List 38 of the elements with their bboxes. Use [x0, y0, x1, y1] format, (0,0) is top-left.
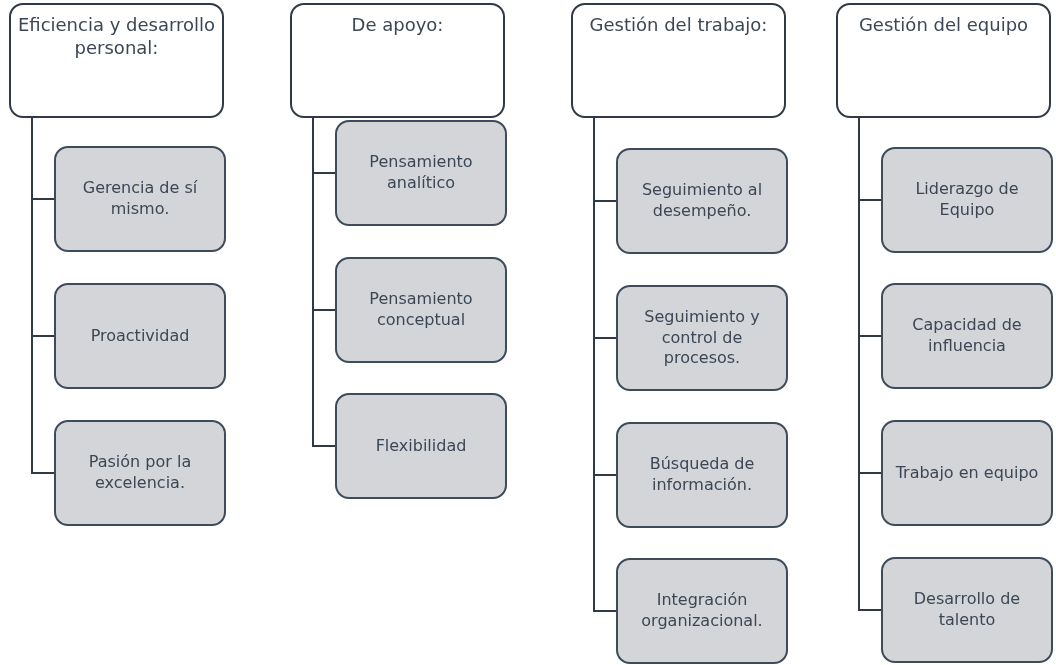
box-label: Búsqueda de información.: [648, 454, 756, 496]
box-label: Eficiencia y desarrollo personal:: [17, 13, 216, 60]
competency-box: [54, 420, 226, 526]
box-label: Gerencia de sí mismo.: [81, 178, 199, 220]
competency-box: [616, 148, 788, 254]
competency-box: [616, 558, 788, 664]
box-label: Gestión del equipo: [858, 13, 1029, 37]
competency-box: [616, 285, 788, 391]
competency-box: [881, 420, 1053, 526]
competency-box: [54, 146, 226, 252]
box-label: Flexibilidad: [375, 435, 467, 457]
box-label: Liderazgo de Equipo: [914, 179, 1020, 221]
box-label: Pensamiento analítico: [368, 152, 474, 194]
competency-box: [54, 283, 226, 389]
competency-box: [616, 422, 788, 528]
connector-line: [31, 117, 55, 474]
competency-box: [335, 257, 507, 363]
competency-box: [881, 557, 1053, 663]
category-box: [290, 3, 505, 118]
connector-line: [312, 117, 336, 447]
category-box: [571, 3, 786, 118]
box-label: Pensamiento conceptual: [368, 289, 474, 331]
competency-box: [881, 283, 1053, 389]
box-label: Gestión del trabajo:: [589, 13, 768, 37]
competency-box: [335, 393, 507, 499]
competency-box: [881, 147, 1053, 253]
box-label: Capacidad de influencia: [911, 315, 1023, 357]
category-box: [9, 3, 224, 118]
box-label: Trabajo en equipo: [895, 462, 1039, 484]
competency-box: [335, 120, 507, 226]
box-label: Integración organizacional.: [640, 590, 764, 632]
box-label: Desarrollo de talento: [912, 589, 1022, 631]
category-box: [836, 3, 1051, 118]
box-label: Proactividad: [90, 325, 190, 347]
box-label: Seguimiento y control de procesos.: [643, 306, 761, 370]
box-label: Seguimiento al desempeño.: [640, 180, 764, 222]
box-label: Pasión por la excelencia.: [87, 452, 193, 494]
box-label: De apoyo:: [351, 13, 444, 37]
